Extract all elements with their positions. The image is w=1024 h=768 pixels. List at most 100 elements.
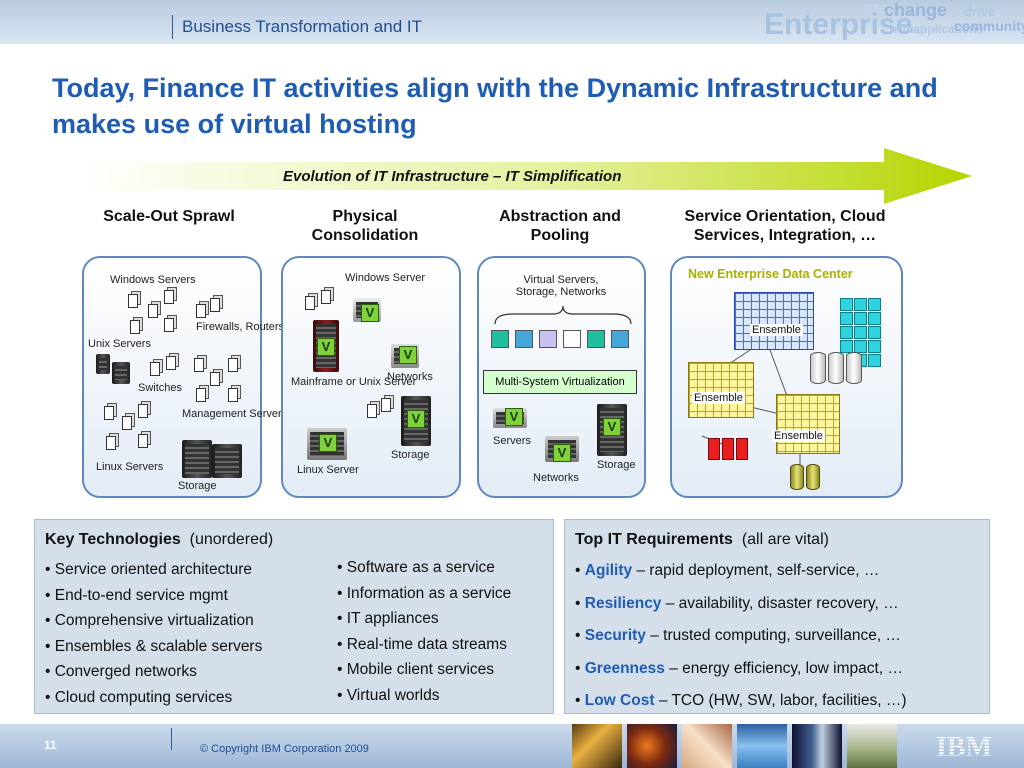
footer-image-thumbnail: [792, 724, 842, 768]
list-item: • Mobile client services: [337, 661, 495, 678]
red-server-block: [722, 438, 734, 460]
requirement-item: • Security – trusted computing, surveill…: [575, 627, 907, 660]
label-windows-servers: Windows Servers: [110, 274, 196, 286]
label-new-enterprise-data-center: New Enterprise Data Center: [688, 267, 853, 281]
red-server-block: [736, 438, 748, 460]
cloud-cube: [840, 312, 853, 325]
bullet: •: [575, 562, 581, 579]
virtual-server-square: [491, 330, 509, 348]
bullet: •: [575, 659, 581, 677]
arrow-label: Evolution of IT Infrastructure – IT Simp…: [283, 168, 622, 185]
ensemble-grid-yellow: [688, 362, 754, 418]
virtual-server-square: [539, 330, 557, 348]
virtual-v-badge: V: [319, 434, 337, 452]
label-networks: Networks: [387, 371, 433, 383]
footer-divider: [171, 728, 172, 750]
list-item: • Software as a service: [337, 559, 495, 576]
svg-text:IBM: IBM: [936, 733, 992, 759]
virtual-server-square: [515, 330, 533, 348]
header-divider: [172, 15, 173, 39]
server-icon: [367, 404, 377, 418]
server-icon: [150, 362, 160, 376]
virtual-v-badge: V: [407, 410, 425, 428]
list-item: • IT appliances: [337, 610, 439, 627]
label-unix-servers: Unix Servers: [88, 338, 151, 350]
key-technologies-title: Key Technologies: [45, 531, 181, 548]
requirement-item: • Agility – rapid deployment, self-servi…: [575, 562, 907, 595]
key-technologies-heading: Key Technologies (unordered): [45, 531, 273, 549]
ensemble-grid-yellow: [776, 394, 840, 454]
server-icon: [381, 398, 391, 412]
panel-physical-consolidation: Windows Server V V Mainframe or Unix Ser…: [281, 256, 461, 498]
server-icon: [138, 434, 148, 448]
storage-cylinder: [810, 352, 826, 384]
server-icon: [305, 296, 315, 310]
label-switches: Switches: [138, 382, 183, 394]
cloud-word: community: [954, 18, 1024, 34]
label-servers: Servers: [493, 435, 531, 447]
label-storage: Storage: [597, 459, 636, 471]
server-icon: [138, 404, 148, 418]
storage-icon: [212, 444, 242, 478]
footer-image-thumbnail: [737, 724, 787, 768]
server-icon: [148, 304, 158, 318]
list-item: • Comprehensive virtualization: [45, 612, 254, 629]
server-icon: [196, 304, 206, 318]
panel-service-orientation: New Enterprise Data Center Ensemble Ense…: [670, 256, 903, 498]
cloud-word: runapplications: [894, 22, 984, 36]
requirement-description: – energy efficiency, low impact, …: [669, 659, 903, 677]
header-bar: Business Transformation and IT BT/IT cha…: [0, 0, 1024, 44]
label-firewalls: Firewalls, Routers: [196, 321, 285, 333]
virtual-v-badge: V: [553, 444, 571, 462]
label-management-servers: Management Servers: [182, 408, 288, 420]
storage-icon: [401, 396, 431, 446]
requirement-keyword: Security: [584, 627, 646, 644]
requirement-description: – TCO (HW, SW, labor, facilities, …): [658, 692, 907, 709]
server-icon: [164, 290, 174, 304]
evolution-arrow: [80, 148, 972, 204]
ibm-logo: IBM: [936, 733, 992, 759]
label-ensemble: Ensemble: [692, 392, 745, 404]
cloud-cube: [868, 312, 881, 325]
storage-cylinder: [846, 352, 862, 384]
cloud-cube: [868, 298, 881, 311]
storage-icon: [182, 440, 212, 478]
panel-abstraction-pooling: Virtual Servers, Storage, Networks Multi…: [477, 256, 646, 498]
requirements-title: Top IT Requirements: [575, 531, 733, 548]
requirements-note: (all are vital): [741, 531, 829, 548]
requirement-keyword: Agility: [584, 562, 633, 579]
requirement-keyword: Low Cost: [584, 692, 655, 709]
storage-cylinder: [828, 352, 844, 384]
bracket-shape: [494, 306, 632, 325]
cloud-word-enterprise: Enterprise: [764, 8, 913, 41]
bullet: •: [575, 627, 581, 644]
virtual-v-badge: V: [603, 418, 621, 436]
server-icon: [166, 356, 176, 370]
footer-image-thumbnail: [627, 724, 677, 768]
column-heading-service-orientation: Service Orientation, Cloud Services, Int…: [684, 208, 886, 244]
cloud-word: change: [884, 0, 948, 20]
requirement-item: • Low Cost – TCO (HW, SW, labor, facilit…: [575, 692, 907, 725]
server-icon: [321, 290, 331, 304]
server-icon: [228, 388, 238, 402]
virtual-v-badge: V: [505, 408, 523, 426]
cloud-cube: [840, 298, 853, 311]
cloud-cube: [868, 354, 881, 367]
key-technologies-list-right: • Software as a service • Information as…: [337, 555, 511, 708]
server-icon: [164, 318, 174, 332]
column-heading-sprawl: Scale-Out Sprawl: [103, 208, 235, 225]
label-windows-server: Windows Server: [345, 272, 426, 284]
panel-scale-out-sprawl: Windows Servers Firewalls, Routers Unix …: [82, 256, 287, 498]
server-icon: [194, 358, 204, 372]
bullet: •: [575, 594, 581, 612]
list-item: • Cloud computing services: [45, 688, 233, 706]
virtual-v-badge: V: [399, 346, 417, 364]
requirements-list: • Agility – rapid deployment, self-servi…: [575, 562, 907, 725]
virtual-v-badge: V: [361, 304, 379, 322]
cloud-cube: [868, 326, 881, 339]
bullet: •: [575, 692, 581, 709]
virtual-v-badge: V: [317, 338, 335, 356]
ensemble-grid-blue: [734, 292, 814, 350]
requirement-description: – availability, disaster recovery, …: [665, 594, 899, 612]
virtual-server-square: [611, 330, 629, 348]
